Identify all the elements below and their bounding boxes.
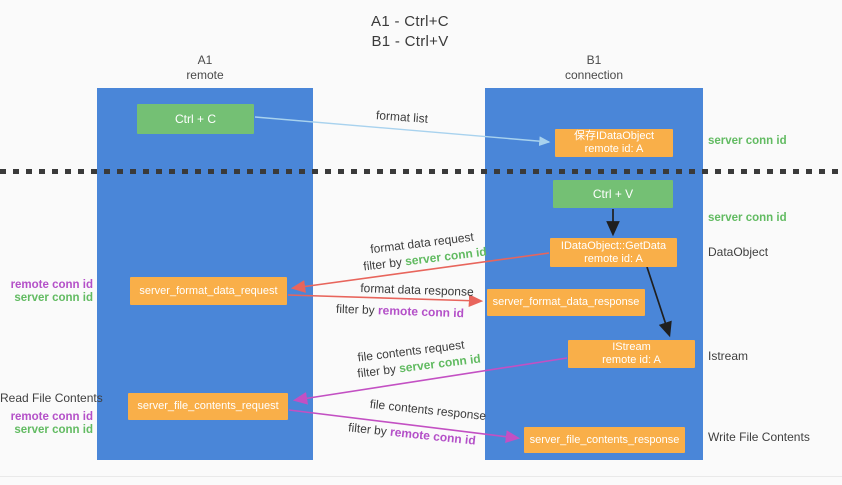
dotted-separator [0,169,842,174]
node-save-dataobject: 保存IDataObject remote id: A [555,129,673,157]
arrow-getdata-to-istream [646,266,672,338]
lane-a1-subtitle: remote [186,68,224,82]
node-server-format-data-response: server_format_data_response [487,289,645,316]
node-getdata-line2: remote id: A [584,252,643,265]
left-remote-conn-id-2: remote conn id [10,411,93,423]
right-dataobject-label: DataObject [708,245,769,259]
lane-header-a1: A1 remote [97,53,313,83]
arrow-file-contents-response [288,409,521,443]
title-line-1: A1 - Ctrl+C [371,13,449,30]
filter-key-remote-conn-id: remote conn id [377,303,465,321]
node-save-line2: remote id: A [584,143,644,155]
bottom-divider [0,476,842,477]
left-conn-ids-top: remote conn id server conn id [0,279,93,305]
node-creq-label: server_file_contents_request [137,400,279,412]
node-fresp-label: server_format_data_response [492,296,640,308]
lane-header-b1: B1 connection [485,53,703,83]
lane-b1-subtitle: connection [564,68,624,82]
diagram-title: A1 - Ctrl+C B1 - Ctrl+V [300,12,520,52]
node-ctrl-c-label: Ctrl + C [174,111,216,126]
node-istream: IStream remote id: A [568,340,695,368]
node-server-file-contents-request: server_file_contents_request [128,393,288,420]
node-save-line1: 保存IDataObject [573,130,655,142]
filter-prefix: filter by [335,301,379,318]
node-istream-line2: remote id: A [602,354,661,366]
arrow-format-list [254,116,551,147]
title-line-2: B1 - Ctrl+V [371,33,449,50]
lane-a1-title: A1 [197,53,213,67]
left-read-file-contents: Read File Contents [0,391,103,405]
node-cresp-label: server_file_contents_response [529,433,680,446]
arrow-file-contents-request [292,357,568,405]
right-istream-label: Istream [708,349,749,363]
node-server-file-contents-response: server_file_contents_response [524,427,685,453]
right-server-conn-id-2: server conn id [708,212,787,224]
node-freq-label: server_format_data_request [139,284,278,297]
node-getdata-line1: IDataObject::GetData [560,239,667,252]
node-idataobject-getdata: IDataObject::GetData remote id: A [550,238,677,267]
left-server-conn-id-2: server conn id [14,424,93,436]
left-conn-ids-bottom: remote conn id server conn id [0,411,93,437]
node-ctrl-v-label: Ctrl + V [592,186,634,201]
node-server-format-data-request: server_format_data_request [130,277,287,305]
lane-b1-title: B1 [586,53,602,67]
node-ctrl-v: Ctrl + V [553,180,673,208]
node-istream-line1: IStream [612,341,651,353]
arrow-format-data-request [290,252,550,293]
left-remote-conn-id-1: remote conn id [10,279,93,291]
node-ctrl-c: Ctrl + C [137,104,254,134]
right-write-file-contents: Write File Contents [708,430,810,444]
left-server-conn-id-1: server conn id [14,292,93,304]
right-server-conn-id-1: server conn id [708,135,787,147]
arrow-format-data-response [287,294,484,308]
